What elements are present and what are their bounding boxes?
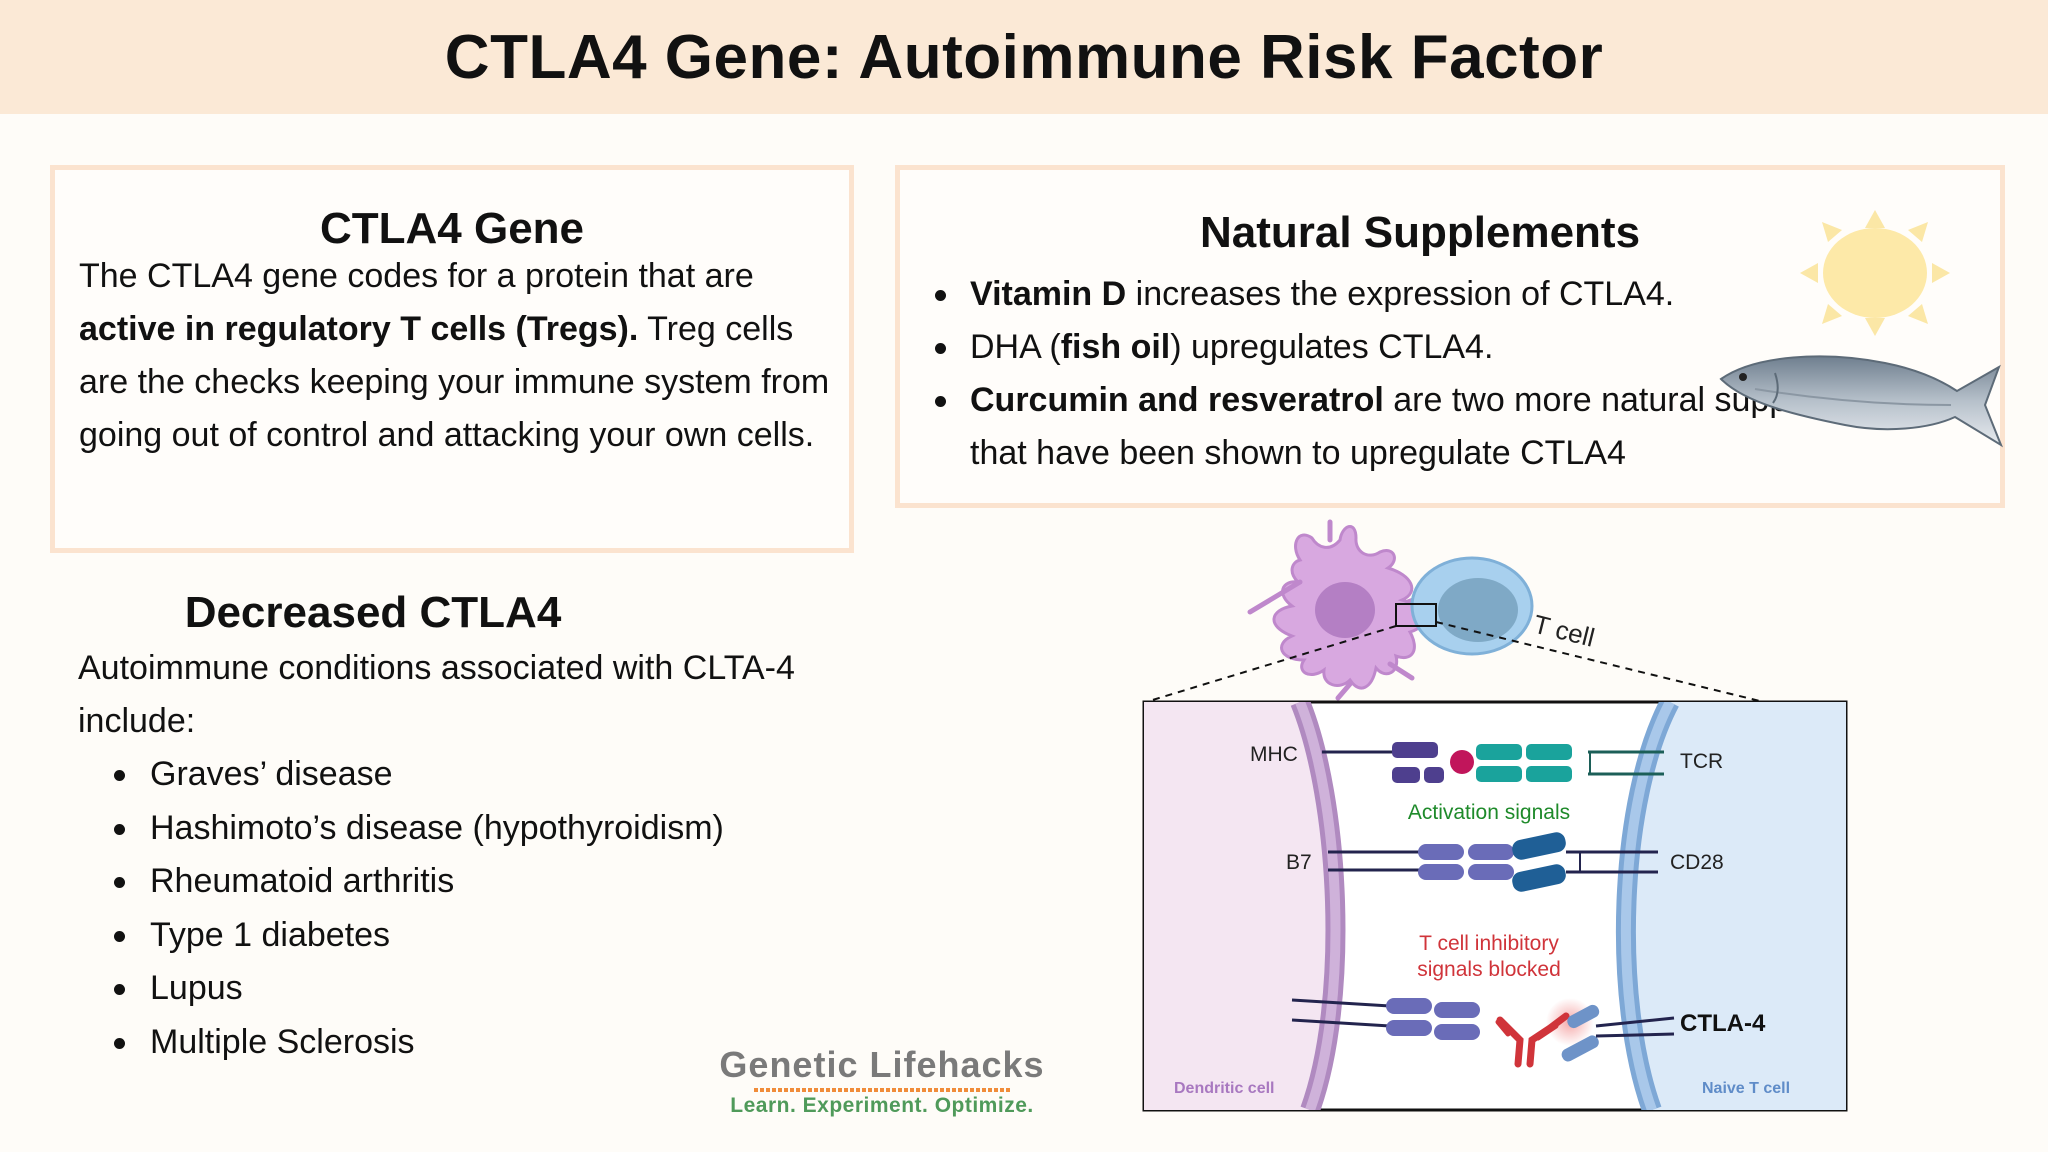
list-item: Type 1 diabetes <box>78 909 878 963</box>
gene-card: CTLA4 Gene The CTLA4 gene codes for a pr… <box>50 165 854 553</box>
brand-tagline: Learn. Experiment. Optimize. <box>730 1094 1034 1117</box>
naive-t-cell-label: Naive T cell <box>1702 1080 1790 1097</box>
mhc-label: MHC <box>1250 743 1298 766</box>
list-item: Rheumatoid arthritis <box>78 855 878 909</box>
t-cell-shape <box>1410 556 1534 656</box>
fish-icon <box>1719 355 2004 448</box>
zoom-box <box>1395 603 1437 627</box>
gene-card-text-1: The CTLA4 gene codes for a protein that … <box>79 257 754 295</box>
b7-label: B7 <box>1286 851 1312 874</box>
list-item: Vitamin D increases the expression of CT… <box>930 268 1930 321</box>
supplements-heading: Natural Supplements <box>1199 208 1641 257</box>
decreased-section: Decreased CTLA4 Autoimmune conditions as… <box>78 588 878 1069</box>
supplement-bold: fish oil <box>1060 328 1171 366</box>
title-bar: CTLA4 Gene: Autoimmune Risk Factor <box>0 0 2048 114</box>
list-item: Lupus <box>78 962 878 1016</box>
gene-card-text-2: Treg cells are the checks keeping your i… <box>79 310 830 454</box>
conditions-list: Graves’ disease Hashimoto’s disease (hyp… <box>78 748 878 1069</box>
brand-underline <box>754 1088 1010 1092</box>
gene-card-heading: CTLA4 Gene <box>319 204 585 253</box>
decreased-heading: Decreased CTLA4 <box>184 588 562 637</box>
activation-label: Activation signals <box>1408 801 1570 824</box>
supplement-pre: DHA ( <box>970 328 1061 366</box>
brand-logo: Genetic Lifehacks Learn. Experiment. Opt… <box>712 1044 1052 1118</box>
supplement-bold: Vitamin D <box>970 275 1127 313</box>
supplement-text: increases the expression of CTLA4. <box>1126 275 1675 313</box>
list-item: DHA (fish oil) upregulates CTLA4. <box>930 321 1930 374</box>
inhibitory-label-2: signals blocked <box>1417 958 1561 981</box>
supplement-bold: Curcumin and resveratrol <box>970 381 1384 419</box>
brand-name: Genetic Lifehacks <box>719 1044 1045 1085</box>
sun-icon <box>1800 210 1950 336</box>
gene-card-text-bold: active in regulatory T cells (Tregs). <box>79 310 639 348</box>
supplements-card: Natural Supplements Vitamin D increases … <box>895 165 2005 508</box>
zoom-line-left <box>1145 625 1397 703</box>
supplement-text: ) upregulates CTLA4. <box>1170 328 1494 366</box>
dendritic-cell-label: Dendritic cell <box>1174 1080 1274 1097</box>
synapse-diagram: T cell <box>1142 519 1848 1112</box>
ctla4-label: CTLA-4 <box>1680 1010 1766 1037</box>
list-item: Hashimoto’s disease (hypothyroidism) <box>78 802 878 856</box>
list-item: Multiple Sclerosis <box>78 1016 878 1070</box>
list-item: Graves’ disease <box>78 748 878 802</box>
inhibitory-label-1: T cell inhibitory <box>1419 932 1559 955</box>
gene-card-text: The CTLA4 gene codes for a protein that … <box>79 250 849 462</box>
cd28-label: CD28 <box>1670 851 1724 874</box>
tcr-label: TCR <box>1680 750 1723 773</box>
decreased-intro: Autoimmune conditions associated with CL… <box>78 649 795 740</box>
page-title: CTLA4 Gene: Autoimmune Risk Factor <box>444 22 1604 92</box>
t-cell-label: T cell <box>1531 609 1598 653</box>
dendritic-cell-shape <box>1247 519 1448 701</box>
